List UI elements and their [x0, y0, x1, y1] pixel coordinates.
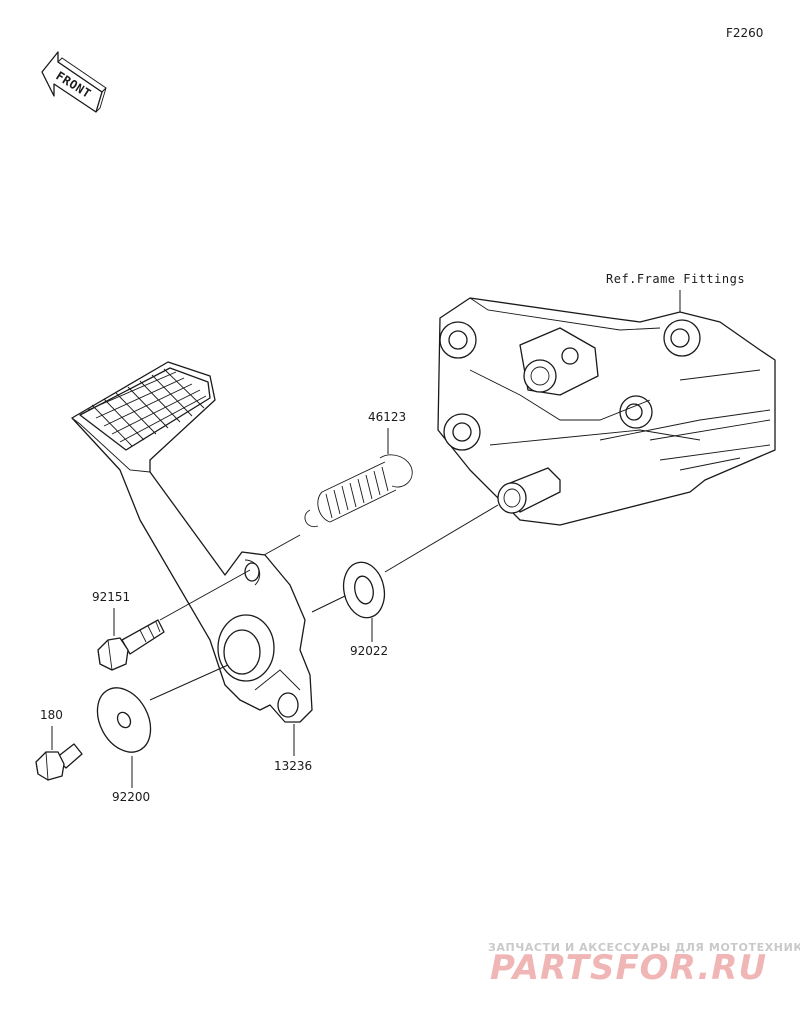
part-number-46123: 46123 — [368, 410, 406, 424]
bolt-small — [35, 743, 83, 781]
pedal-tread-grid — [87, 368, 207, 447]
part-number-92022: 92022 — [350, 644, 388, 658]
assembly-lines — [149, 504, 499, 701]
front-arrow-icon: FRONT — [41, 51, 107, 113]
diagram-code: F2260 — [726, 26, 763, 40]
brake-pedal — [71, 361, 313, 723]
ref-frame-label: Ref.Frame Fittings — [606, 272, 745, 286]
return-spring — [304, 454, 413, 528]
watermark-brand: PARTSFOR.RU — [490, 948, 767, 988]
part-number-92200: 92200 — [112, 790, 150, 804]
part-number-180: 180 — [40, 708, 63, 722]
bolt-shoulder — [97, 619, 165, 671]
part-number-13236: 13236 — [274, 759, 312, 773]
part-number-92151: 92151 — [92, 590, 130, 604]
watermark-tagline: ЗАПЧАСТИ И АКСЕССУАРЫ ДЛЯ МОТОТЕХНИКИ — [488, 941, 800, 954]
washer-large — [96, 687, 152, 753]
washer-small — [342, 561, 386, 619]
frame-bracket — [437, 297, 776, 526]
